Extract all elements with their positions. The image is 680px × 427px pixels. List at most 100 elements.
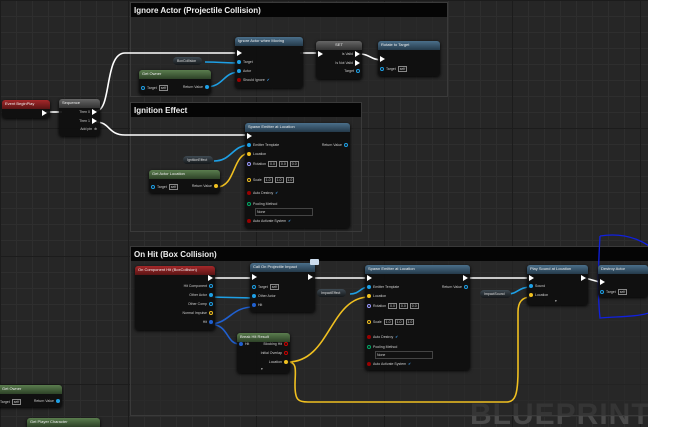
pooling-dropdown[interactable]: None	[377, 353, 386, 357]
bool-pin[interactable]	[247, 191, 251, 195]
scale-x-field[interactable]: 1.0	[383, 319, 393, 325]
object-pin[interactable]	[252, 285, 256, 289]
vector-pin[interactable]	[247, 152, 251, 156]
break-hit-result-node[interactable]: Break Hit Result Hit Blocking Hit Initia…	[237, 333, 290, 373]
ignore-actor-node[interactable]: Ignore Actor when Moving Target Actor Sh…	[235, 37, 303, 88]
object-pin[interactable]	[356, 69, 360, 73]
struct-pin[interactable]	[209, 320, 213, 324]
box-collision-getter[interactable]: BoxCollision	[173, 57, 203, 65]
scale-y-field[interactable]: 1.0	[394, 319, 404, 325]
rotation-x-field[interactable]: 0.0	[268, 161, 277, 167]
rotation-x-field[interactable]: 0.0	[388, 303, 397, 309]
object-pin[interactable]	[56, 399, 60, 403]
impact-sound-getter[interactable]: ImpactSound	[480, 290, 511, 298]
event-beginplay-node[interactable]: Event BeginPlay	[2, 100, 50, 118]
exec-pin[interactable]	[367, 275, 372, 281]
vector-pin[interactable]	[209, 311, 213, 315]
object-pin[interactable]	[209, 284, 213, 288]
exec-pin[interactable]	[252, 274, 257, 280]
rotation-z-field[interactable]: 0.0	[289, 161, 299, 167]
scale-y-field[interactable]: 1.0	[274, 177, 284, 183]
bool-pin[interactable]	[247, 219, 251, 223]
object-pin[interactable]	[367, 285, 371, 289]
object-pin[interactable]	[247, 143, 251, 147]
play-sound-at-location-node[interactable]: Play Sound at Location Sound Location ▾	[527, 265, 588, 305]
vector-pin[interactable]	[529, 293, 533, 297]
blueprint-graph[interactable]: BLUEPRINT Ignore Actor (Projectile Colli…	[0, 0, 648, 427]
rotation-y-field[interactable]: 0.0	[278, 161, 288, 167]
enum-pin[interactable]	[367, 345, 371, 349]
exec-pin[interactable]	[600, 279, 605, 285]
checkbox[interactable]: ✔	[275, 191, 279, 195]
impact-effect-getter[interactable]: ImpactEffect	[317, 289, 347, 297]
vector-pin[interactable]	[367, 294, 371, 298]
set-node[interactable]: SET Is Valid Is Not Valid Target	[316, 41, 362, 79]
struct-pin[interactable]	[239, 342, 243, 346]
checkbox[interactable]: ✔	[288, 219, 292, 223]
ignition-effect-getter[interactable]: IgnitionEffect	[183, 156, 214, 164]
on-component-hit-node[interactable]: On Component Hit (BoxCollision) Hit Comp…	[135, 266, 215, 330]
spawn-emitter-ignition-node[interactable]: Spawn Emitter at Location Emitter Templa…	[245, 123, 350, 228]
exec-pin[interactable]	[355, 60, 360, 66]
object-pin[interactable]	[209, 293, 213, 297]
bool-pin[interactable]	[237, 78, 241, 82]
get-player-character-node[interactable]: Get Player Character	[27, 418, 100, 427]
object-pin[interactable]	[600, 290, 604, 294]
vector-pin[interactable]	[284, 360, 288, 364]
scale-z-field[interactable]: 1.0	[285, 177, 295, 183]
exec-pin[interactable]	[308, 274, 313, 280]
bool-pin[interactable]	[284, 351, 288, 355]
scale-z-field[interactable]: 1.0	[405, 319, 415, 325]
object-pin[interactable]	[141, 86, 145, 90]
bool-pin[interactable]	[284, 342, 288, 346]
exec-pin[interactable]	[92, 109, 97, 115]
rotator-pin[interactable]	[367, 304, 371, 308]
exec-pin[interactable]	[247, 133, 252, 139]
exec-pin[interactable]	[92, 118, 97, 124]
checkbox[interactable]: ✔	[395, 335, 399, 339]
sequence-node[interactable]: Sequence Then 0 Then 1 Add pin⊕	[59, 99, 100, 136]
vector-pin[interactable]	[247, 178, 251, 182]
vector-pin[interactable]	[367, 320, 371, 324]
object-pin[interactable]	[151, 185, 155, 189]
scale-x-field[interactable]: 1.0	[263, 177, 273, 183]
add-pin-button[interactable]: Add pin	[80, 127, 93, 131]
spawn-emitter-hit-node[interactable]: Spawn Emitter at Location Emitter Templa…	[365, 265, 470, 370]
exec-pin[interactable]	[355, 51, 360, 57]
exec-pin[interactable]	[380, 56, 385, 62]
rotation-z-field[interactable]: 0.0	[409, 303, 419, 309]
exec-pin[interactable]	[208, 275, 213, 281]
object-pin[interactable]	[237, 60, 241, 64]
vector-pin[interactable]	[214, 184, 218, 188]
checkbox[interactable]: ✔	[408, 362, 412, 366]
exec-pin[interactable]	[42, 110, 47, 116]
exec-pin[interactable]	[581, 275, 586, 281]
object-pin[interactable]	[344, 143, 348, 147]
bool-pin[interactable]	[367, 362, 371, 366]
plus-icon[interactable]: ⊕	[94, 127, 97, 131]
exec-pin[interactable]	[237, 50, 242, 56]
object-pin[interactable]	[205, 85, 209, 89]
expand-chevron-icon[interactable]: ▾	[555, 299, 557, 303]
object-pin[interactable]	[237, 69, 241, 73]
expand-chevron-icon[interactable]: ▾	[261, 367, 263, 371]
object-pin[interactable]	[380, 67, 384, 71]
struct-pin[interactable]	[252, 303, 256, 307]
object-pin[interactable]	[209, 302, 213, 306]
object-pin[interactable]	[464, 285, 468, 289]
bool-pin[interactable]	[367, 335, 371, 339]
exec-pin[interactable]	[318, 51, 323, 57]
rotation-y-field[interactable]: 0.0	[398, 303, 408, 309]
exec-pin[interactable]	[463, 275, 468, 281]
checkbox[interactable]: ✔	[266, 78, 270, 82]
object-pin[interactable]	[252, 294, 256, 298]
rotator-pin[interactable]	[247, 162, 251, 166]
exec-pin[interactable]	[529, 275, 534, 281]
object-pin[interactable]	[529, 284, 533, 288]
